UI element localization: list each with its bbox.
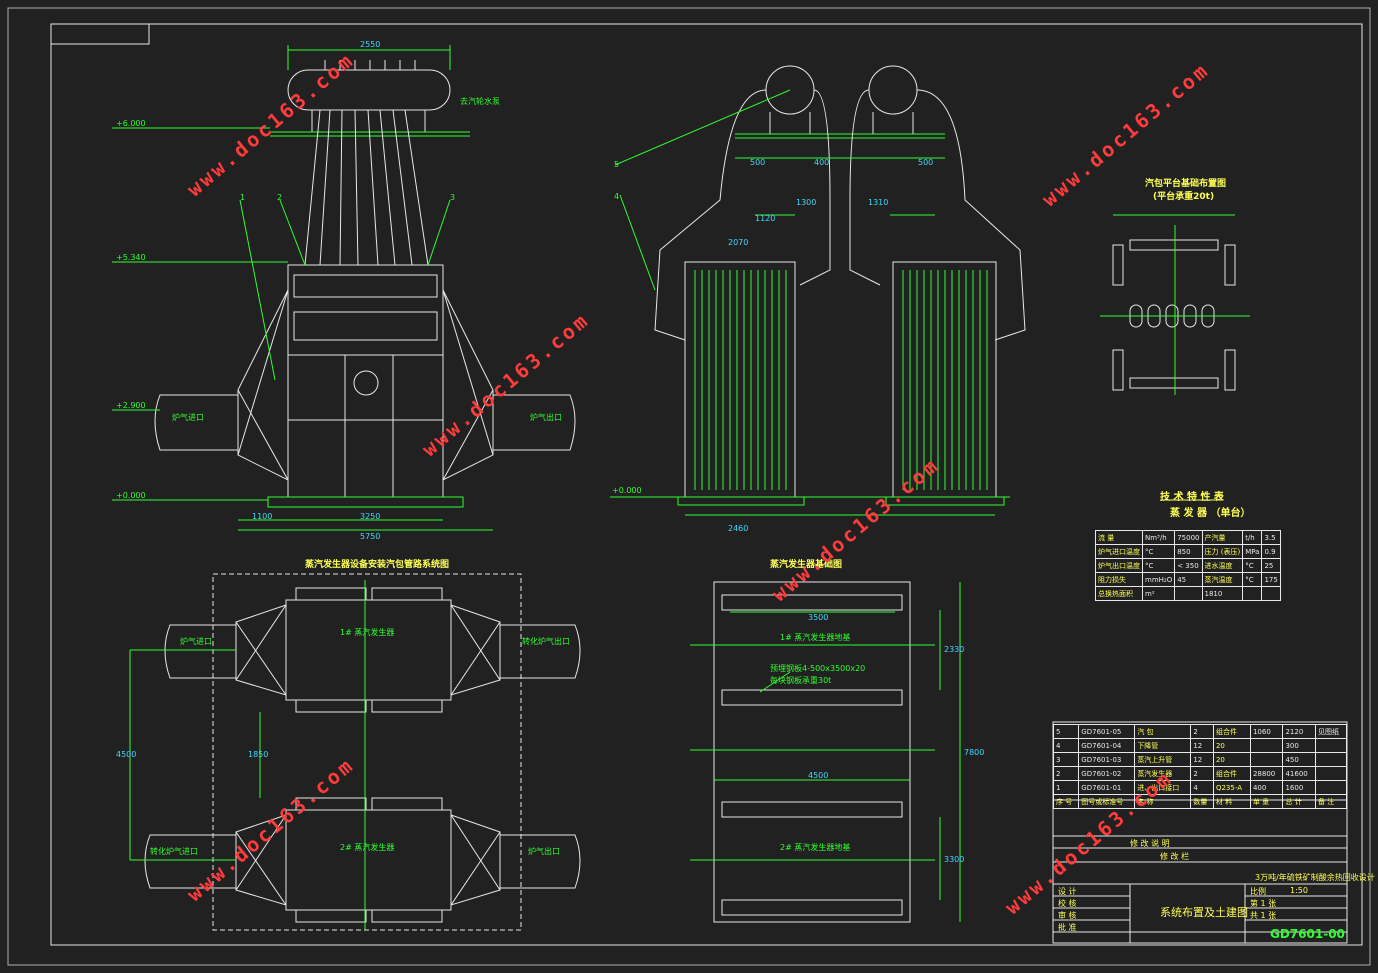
title-scale-label: 比例 bbox=[1250, 887, 1266, 896]
plan-inlet-1: 炉气进口 bbox=[180, 637, 212, 646]
front-inlet-label: 炉气进口 bbox=[172, 413, 204, 422]
side-dim-1: 1120 bbox=[755, 214, 776, 223]
title-row-approve: 批 准 bbox=[1058, 923, 1077, 932]
project-name: 3万吨/年硫铁矿制酸余热回收设计 bbox=[1255, 873, 1375, 882]
foundation-dim-4: 2330 bbox=[944, 645, 965, 654]
elevation-3: +2.900 bbox=[116, 401, 146, 410]
foundation-plan bbox=[690, 581, 961, 923]
side-dim-8: 500 bbox=[918, 158, 934, 167]
spec-table: 流 量 Nm³/h 75000 产汽量 t/h 3.5 炉气进口温度 °C 85… bbox=[1095, 530, 1281, 601]
foundation-title: 蒸汽发生器基础图 bbox=[770, 560, 843, 570]
side-item-4: 4 bbox=[614, 192, 620, 201]
table-row: 4 GD7601-04 下降管 12 20 300 bbox=[1052, 738, 1348, 753]
plan-layout bbox=[129, 573, 581, 931]
title-sheet-total: 共 1 张 bbox=[1250, 911, 1277, 920]
drawing-title: 系统布置及土建图 bbox=[1160, 906, 1248, 919]
plan-outlet-1: 转化炉气出口 bbox=[522, 637, 570, 646]
table-row: 炉气出口温度 °C < 350 进水温度 °C 25 bbox=[1095, 558, 1281, 573]
corner-box bbox=[50, 23, 150, 45]
side-dim-7: 400 bbox=[814, 158, 830, 167]
title-row-check: 校 核 bbox=[1058, 899, 1077, 908]
item-number-3: 3 bbox=[450, 193, 456, 202]
foundation-dim-5: 3300 bbox=[944, 855, 965, 864]
side-dim-3: 2460 bbox=[728, 524, 749, 533]
title-block-frame bbox=[1052, 721, 1348, 944]
side-dim-5: 1310 bbox=[868, 198, 889, 207]
revision-column: 修 改 栏 bbox=[1160, 852, 1190, 861]
table-row: 阻力损失 mmH₂O 45 蒸汽温度 °C 175 bbox=[1095, 572, 1281, 587]
spec-title: 技 术 特 性 表 bbox=[1160, 492, 1224, 503]
table-row: 5 GD7601-05 汽 包 2 组合件 1060 2120 见图纸 bbox=[1052, 724, 1348, 739]
table-row: 炉气进口温度 °C 850 压力 (表压) MPa 0.9 bbox=[1095, 544, 1281, 559]
item-number-2: 2 bbox=[277, 193, 283, 202]
title-row-design: 设 计 bbox=[1058, 887, 1077, 896]
table-row: 1 GD7601-01 进、出口接口 4 Q235-A 400 1600 bbox=[1052, 780, 1348, 795]
front-dim-total: 5750 bbox=[360, 532, 381, 541]
side-dim-2: 2070 bbox=[728, 238, 749, 247]
title-row-review: 审 核 bbox=[1058, 911, 1077, 920]
side-dim-6: 500 bbox=[750, 158, 766, 167]
table-row: 流 量 Nm³/h 75000 产汽量 t/h 3.5 bbox=[1095, 530, 1281, 545]
foundation-dim-1: 3500 bbox=[808, 613, 829, 622]
table-row: 3 GD7601-03 蒸汽上升管 12 20 450 bbox=[1052, 752, 1348, 767]
foundation-row-1: 1# 蒸汽发生器地基 bbox=[780, 633, 851, 642]
front-dim-body: 3250 bbox=[360, 512, 381, 521]
item-number-1: 1 bbox=[240, 193, 246, 202]
foundation-note-1: 预埋钢板4-500x3500x20 bbox=[770, 664, 866, 673]
spec-subtitle: 蒸 发 器 （单台） bbox=[1170, 508, 1251, 519]
front-dim-top: 2550 bbox=[360, 40, 381, 49]
drum-note: 去汽轮水泵 bbox=[460, 97, 500, 106]
platform-foundation bbox=[1100, 214, 1250, 395]
elevation-4: +0.000 bbox=[116, 491, 146, 500]
plan-unit-1: 1# 蒸汽发生器 bbox=[340, 628, 395, 637]
plan-inlet-2: 转化炉气进口 bbox=[150, 847, 198, 856]
side-elevation: +0.000 bbox=[612, 486, 642, 495]
front-outlet-label: 炉气出口 bbox=[530, 413, 562, 422]
platform-subtitle: (平台承重20t) bbox=[1153, 192, 1215, 202]
parts-list: 5 GD7601-05 汽 包 2 组合件 1060 2120 见图纸 4 GD… bbox=[1052, 724, 1348, 809]
inner-border bbox=[50, 23, 1363, 946]
elevation-2: +5.340 bbox=[116, 253, 146, 262]
plan-unit-2: 2# 蒸汽发生器 bbox=[340, 843, 395, 852]
drawing-number: GD7601-00 bbox=[1270, 927, 1345, 941]
table-row: 总换热面积 m² 1810 bbox=[1095, 586, 1281, 601]
platform-title: 汽包平台基础布置图 bbox=[1145, 179, 1227, 189]
foundation-row-2: 2# 蒸汽发生器地基 bbox=[780, 843, 851, 852]
front-view bbox=[112, 45, 576, 531]
plan-dim-2: 1850 bbox=[248, 750, 269, 759]
foundation-note-2: 每块钢板承重30t bbox=[770, 676, 832, 685]
side-view bbox=[610, 65, 1026, 516]
side-dim-4: 1300 bbox=[796, 198, 817, 207]
title-scale-value: 1:50 bbox=[1290, 886, 1308, 895]
front-dim-duct: 1100 bbox=[252, 512, 273, 521]
table-header: 序 号 图号或标准号 名 称 数量 材 料 单 重 总 计 备 注 bbox=[1052, 794, 1348, 809]
foundation-dim-3: 7800 bbox=[964, 748, 985, 757]
side-item-5: 5 bbox=[614, 160, 620, 169]
revision-note: 修 改 说 明 bbox=[1130, 839, 1170, 848]
title-sheet-no: 第 1 张 bbox=[1250, 899, 1277, 908]
plan-outlet-2: 炉气出口 bbox=[528, 847, 560, 856]
outer-border bbox=[7, 7, 1371, 966]
layout-title: 蒸汽发生器设备安装汽包管路系统图 bbox=[305, 560, 450, 570]
foundation-dim-2: 4500 bbox=[808, 771, 829, 780]
elevation-1: +6.000 bbox=[116, 119, 146, 128]
plan-dim-1: 4500 bbox=[116, 750, 137, 759]
table-row: 2 GD7601-02 蒸汽发生器 2 组合件 28800 41600 bbox=[1052, 766, 1348, 781]
